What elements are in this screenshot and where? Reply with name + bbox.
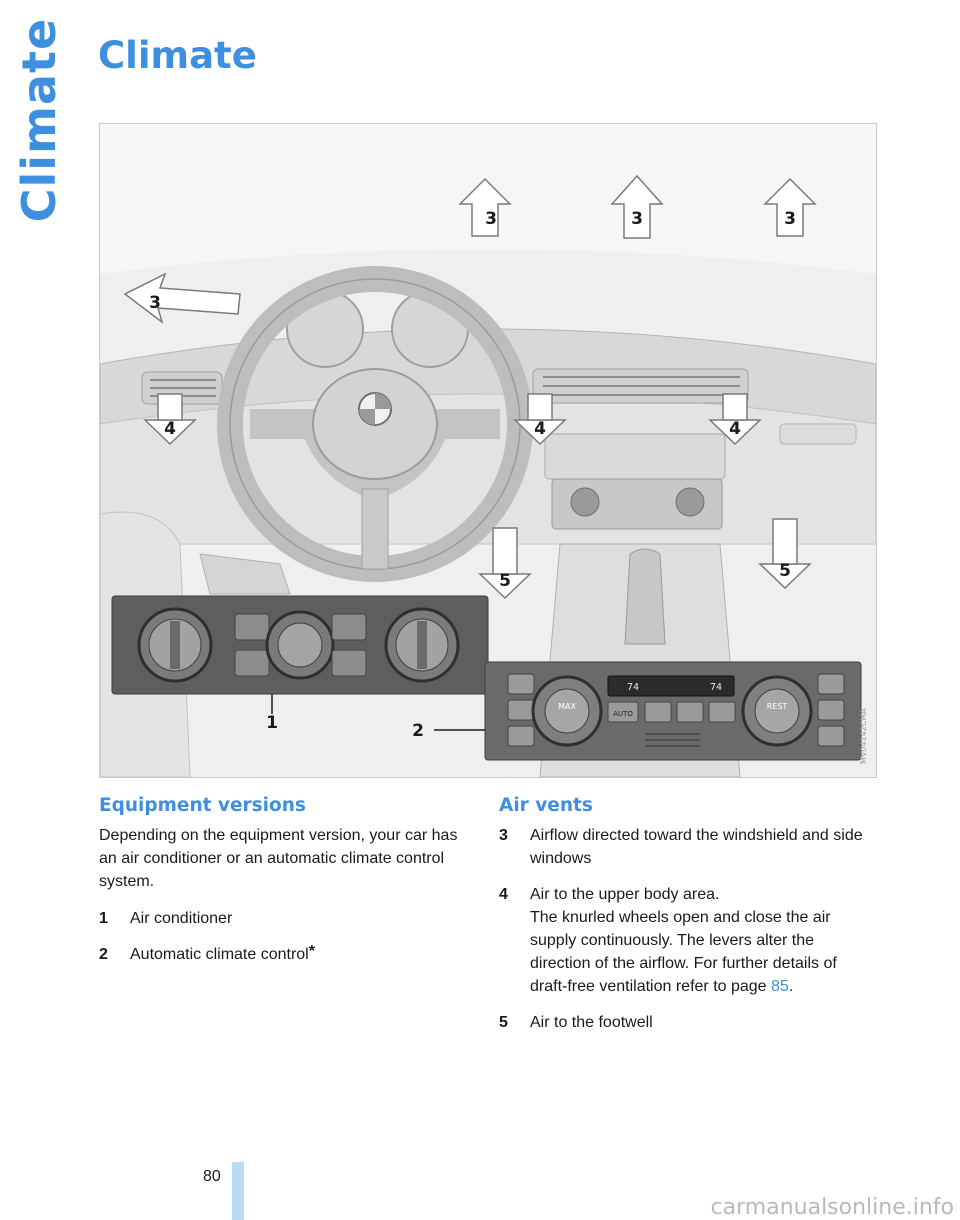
temp-left: 74 <box>627 682 639 693</box>
callout-5-a: 5 <box>499 571 511 591</box>
item-number: 5 <box>499 1014 508 1031</box>
callout-3-d: 3 <box>149 293 161 313</box>
callout-4-a: 4 <box>164 419 176 439</box>
chapter-side-tab: Climate <box>12 18 66 222</box>
list-item: 1 Air conditioner <box>99 907 469 930</box>
footer-accent-bar <box>232 1162 244 1220</box>
page-reference-link[interactable]: 85 <box>771 978 789 995</box>
air-vents-heading: Air vents <box>499 795 593 816</box>
callout-2: 2 <box>412 721 424 741</box>
temp-right: 74 <box>710 682 722 693</box>
item-text: Airflow directed toward the windshield a… <box>530 827 863 867</box>
chapter-side-tab-label: Climate <box>12 17 66 223</box>
item-text-wrap: Automatic climate control* <box>130 943 469 966</box>
max-label: MAX <box>558 702 576 711</box>
item-text: Air to the footwell <box>530 1014 653 1031</box>
air-vents-section: Air vents 3 Airflow directed toward the … <box>499 795 869 1047</box>
callout-3-b: 3 <box>631 209 643 229</box>
item-number: 3 <box>499 827 508 844</box>
item-text-wrap: Air to the upper body area. The knurled … <box>530 883 869 998</box>
equipment-intro: Depending on the equipment version, your… <box>99 827 458 890</box>
item-number: 1 <box>99 910 108 927</box>
item-text-line2: The knurled wheels open and close the ai… <box>530 909 837 995</box>
callout-3-c: 3 <box>784 209 796 229</box>
equipment-versions-heading: Equipment versions <box>99 795 306 816</box>
list-item: 4 Air to the upper body area. The knurle… <box>499 883 869 998</box>
air-conditioner-panel: 1 <box>111 595 489 733</box>
callout-1: 1 <box>266 713 278 733</box>
item-text: Air conditioner <box>130 910 233 927</box>
automatic-climate-control-panel: MAX 74 74 AUTO REST 2 <box>412 661 862 761</box>
callout-4-b: 4 <box>534 419 546 439</box>
rest-label: REST <box>767 702 788 711</box>
page-number: 80 <box>203 1168 221 1185</box>
list-item: 5 Air to the footwell <box>499 1011 869 1034</box>
page-title: Climate <box>98 34 257 77</box>
list-item: 2 Automatic climate control* <box>99 943 469 966</box>
callout-3-a: 3 <box>485 209 497 229</box>
item-text-end: . <box>788 978 794 995</box>
auto-label: AUTO <box>613 710 633 718</box>
optional-equipment-star: * <box>308 943 315 960</box>
figure-code: MV04142CMA <box>859 708 868 764</box>
item-text: Automatic climate control <box>130 946 309 963</box>
item-number: 4 <box>499 886 508 903</box>
dashboard-drawing: 3 3 3 3 4 4 4 5 5 1 <box>100 124 876 777</box>
item-number: 2 <box>99 946 108 963</box>
item-text-line1: Air to the upper body area. <box>530 886 720 903</box>
list-item: 3 Airflow directed toward the windshield… <box>499 824 869 870</box>
callout-4-c: 4 <box>729 419 741 439</box>
watermark: carmanualsonline.info <box>710 1195 954 1220</box>
callout-5-b: 5 <box>779 561 791 581</box>
dashboard-illustration: 3 3 3 3 4 4 4 5 5 1 <box>99 123 877 778</box>
equipment-versions-section: Equipment versions Depending on the equi… <box>99 795 469 979</box>
